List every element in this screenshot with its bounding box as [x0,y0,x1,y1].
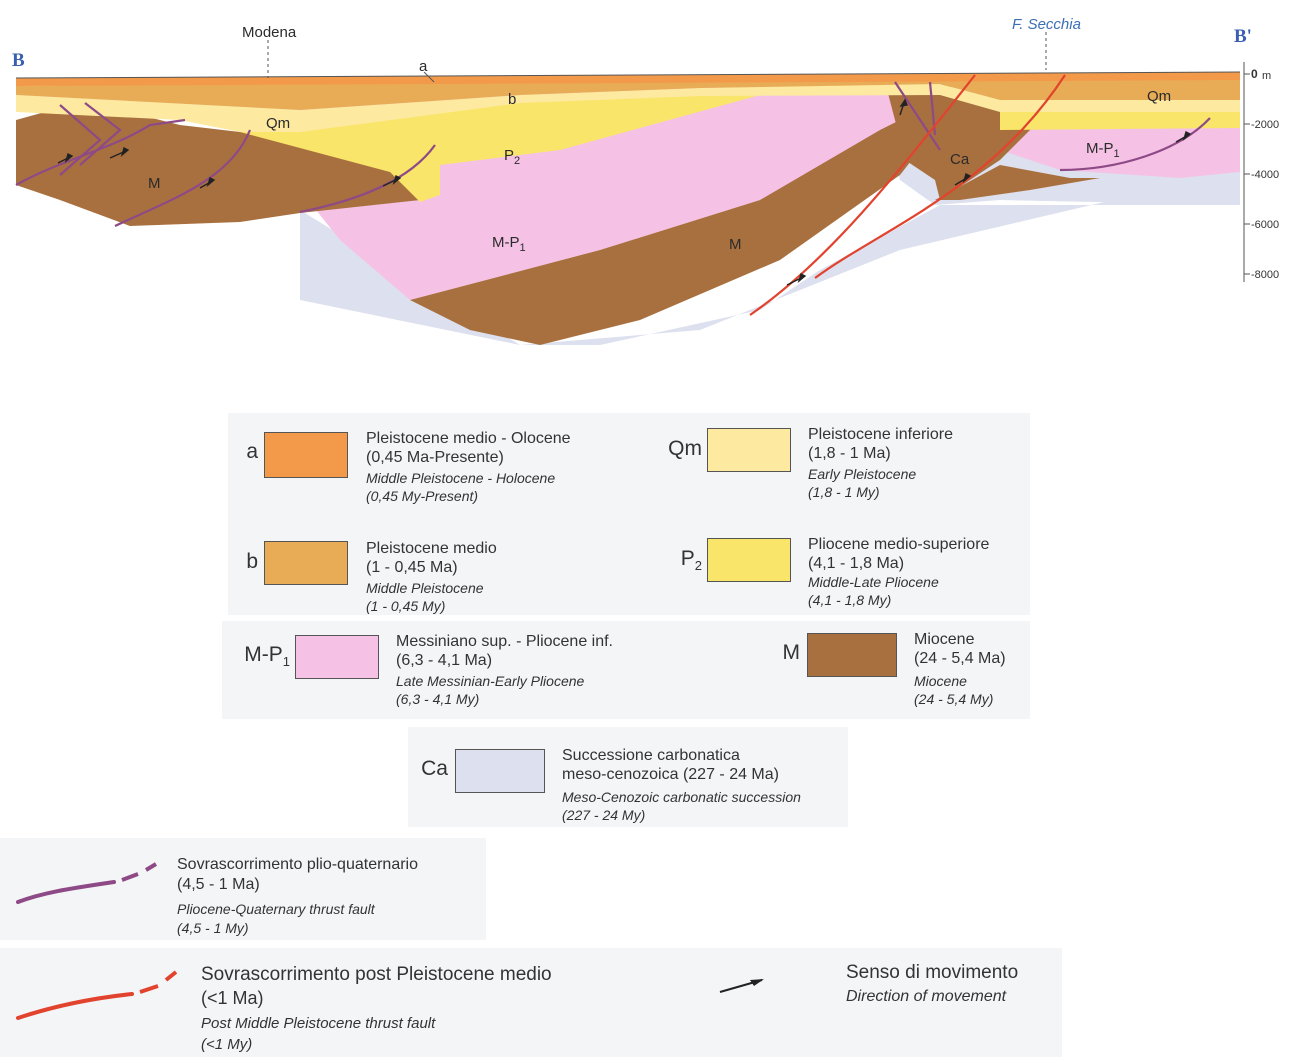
geological-cross-section: B B' Modena F. Secchia a b Qm Qm P2 M M … [0,0,1298,360]
legend-code-p2: P2 [650,547,702,573]
legend-qm-en-age: (1,8 - 1 My) [808,484,880,501]
legend-swatch-mp1 [295,635,379,679]
legend-b-it: Pleistocene medio [366,540,497,558]
legend-b-it-age: (1 - 0,45 Ma) [366,559,458,577]
legend-p2-it-age: (4,1 - 1,8 Ma) [808,555,904,573]
legend-a-en-age: (0,45 My-Present) [366,488,478,505]
legend-m-en-age: (24 - 5,4 My) [914,691,993,708]
label-m-left: M [148,175,161,192]
legend-ca-en: Meso-Cenozoic carbonatic succession [562,789,801,806]
depth-tick-8000: -8000 [1251,269,1279,281]
legend-code-b: b [220,550,258,574]
label-a: a [419,58,428,75]
legend-movement-arrow-icon [718,974,768,996]
legend-fault1-it-age: (4,5 - 1 Ma) [177,876,260,894]
legend-a-it-age: (0,45 Ma-Presente) [366,449,504,467]
legend-fault1-it: Sovrascorrimento plio-quaternario [177,856,418,874]
depth-tick-6000: -6000 [1251,219,1279,231]
legend-swatch-m [807,633,897,677]
legend-ca-it-age: meso-cenozoica (227 - 24 Ma) [562,766,779,784]
legend-fault2-it: Sovrascorrimento post Pleistocene medio [201,964,552,985]
legend-code-a: a [220,440,258,464]
legend-p2-en: Middle-Late Pliocene [808,574,939,591]
label-ca: Ca [950,151,970,168]
legend-ca-it: Successione carbonatica [562,747,740,765]
legend-qm-it-age: (1,8 - 1 Ma) [808,445,891,463]
place-secchia: F. Secchia [1012,16,1081,33]
label-b: b [508,91,516,108]
legend-code-mp1: M-P1 [222,643,290,669]
legend-fault-post-middle-pleistocene-symbol [14,964,184,1024]
section-end-label: B' [1234,26,1252,47]
place-modena: Modena [242,24,297,41]
legend-code-ca: Ca [408,757,448,781]
legend-swatch-qm [707,428,791,472]
legend-fault-plio-quaternary-symbol [14,856,164,908]
depth-unit: m [1262,70,1271,82]
section-start-label: B [12,50,25,71]
legend-fault2-it-age: (<1 Ma) [201,988,264,1009]
legend-code-m: M [764,641,800,665]
legend-fault1-en: Pliocene-Quaternary thrust fault [177,901,375,918]
depth-tick-4000: -4000 [1251,169,1279,181]
legend-qm-it: Pleistocene inferiore [808,426,953,444]
legend-qm-en: Early Pleistocene [808,466,916,483]
legend-swatch-b [264,541,348,585]
legend-ca-en-age: (227 - 24 My) [562,807,645,824]
legend-fault2-en-age: (<1 My) [201,1036,252,1053]
legend-fault2-en: Post Middle Pleistocene thrust fault [201,1015,435,1032]
legend-mp1-en: Late Messinian-Early Pliocene [396,673,584,690]
legend-mp1-en-age: (6,3 - 4,1 My) [396,691,479,708]
legend-m-en: Miocene [914,673,967,690]
legend-b-en: Middle Pleistocene [366,580,484,597]
legend-mp1-it: Messiniano sup. - Pliocene inf. [396,633,613,651]
label-qm-left: Qm [266,115,290,132]
legend-movement-it: Senso di movimento [846,962,1018,983]
legend-code-qm: Qm [650,437,702,461]
legend-m-it-age: (24 - 5,4 Ma) [914,650,1006,668]
legend-p2-it: Pliocene medio-superiore [808,536,989,554]
legend-swatch-p2 [707,538,791,582]
legend-m-it: Miocene [914,631,974,649]
legend-fault1-en-age: (4,5 - 1 My) [177,920,249,937]
depth-axis: 0 m -2000 -4000 -6000 -8000 [1244,62,1279,282]
depth-tick-0: 0 [1251,67,1258,81]
legend-swatch-a [264,432,348,478]
label-m-center: M [729,236,742,253]
legend-a-it: Pleistocene medio - Olocene [366,430,571,448]
legend-b-en-age: (1 - 0,45 My) [366,598,445,615]
label-qm-right: Qm [1147,88,1171,105]
legend-movement-en: Direction of movement [846,988,1006,1005]
depth-tick-2000: -2000 [1251,119,1279,131]
legend-p2-en-age: (4,1 - 1,8 My) [808,592,891,609]
legend-swatch-ca [455,749,545,793]
legend-mp1-it-age: (6,3 - 4,1 Ma) [396,652,492,670]
legend-a-en: Middle Pleistocene - Holocene [366,470,555,487]
